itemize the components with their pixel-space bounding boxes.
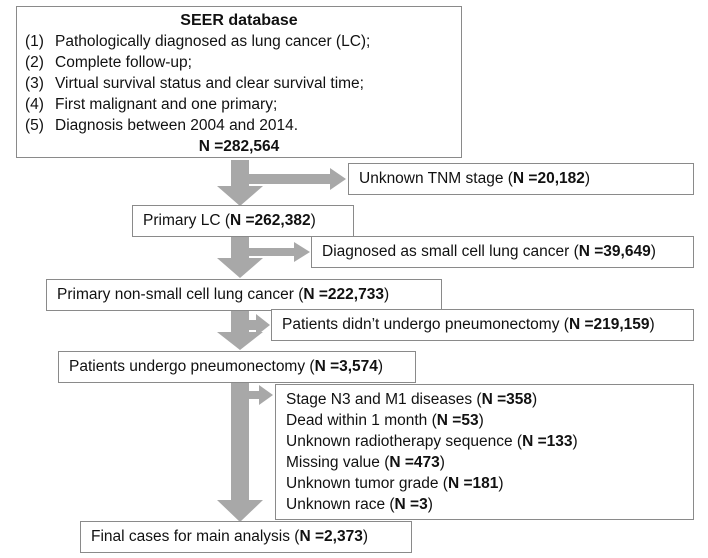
- side-arrow-3: [249, 314, 270, 336]
- exclusion-item: Stage N3 and M1 diseases (N =358): [286, 391, 538, 408]
- criterion-3: (3) Virtual survival status and clear su…: [25, 75, 364, 92]
- exclusion-item: Unknown race (N =3): [286, 496, 433, 513]
- side-arrow-1: [249, 168, 346, 190]
- exclusion-item: Missing value (N =473): [286, 454, 445, 471]
- step-box-primary-nsclc: Primary non-small cell lung cancer (N =2…: [46, 279, 442, 311]
- down-arrow-3: [217, 306, 263, 350]
- down-arrow-2: [217, 236, 263, 278]
- side-arrow-2: [249, 242, 310, 262]
- step-box-primary-lc: Primary LC (N =262,382): [132, 205, 354, 237]
- exclusion-box-small-cell: Diagnosed as small cell lung cancer (N =…: [311, 236, 694, 268]
- exclusion-item: Unknown radiotherapy sequence (N =133): [286, 433, 578, 450]
- final-cases-box: Final cases for main analysis (N =2,373): [80, 521, 412, 553]
- criterion-1: (1) Pathologically diagnosed as lung can…: [25, 33, 371, 50]
- step-box-pneumonectomy: Patients undergo pneumonectomy (N =3,574…: [58, 351, 416, 383]
- exclusion-item: Unknown tumor grade (N =181): [286, 475, 504, 492]
- seer-total-count: N =282,564: [198, 138, 280, 155]
- exclusion-box-unknown-tnm: Unknown TNM stage (N =20,182): [348, 163, 694, 195]
- criterion-4: (4) First malignant and one primary;: [25, 96, 278, 113]
- down-arrow-1: [217, 160, 263, 206]
- exclusion-box-no-pneumonectomy: Patients didn’t undergo pneumonectomy (N…: [271, 309, 694, 341]
- exclusion-item: Dead within 1 month (N =53): [286, 412, 484, 429]
- criterion-5: (5) Diagnosis between 2004 and 2014.: [25, 117, 299, 134]
- exclusion-box-multiple: Stage N3 and M1 diseases (N =358) Dead w…: [275, 384, 694, 520]
- seer-database-box: SEER database (1) Pathologically diagnos…: [16, 6, 462, 158]
- criterion-2: (2) Complete follow-up;: [25, 54, 192, 71]
- side-arrow-4: [249, 385, 273, 405]
- down-arrow-4: [217, 383, 263, 522]
- seer-title: SEER database: [180, 12, 298, 29]
